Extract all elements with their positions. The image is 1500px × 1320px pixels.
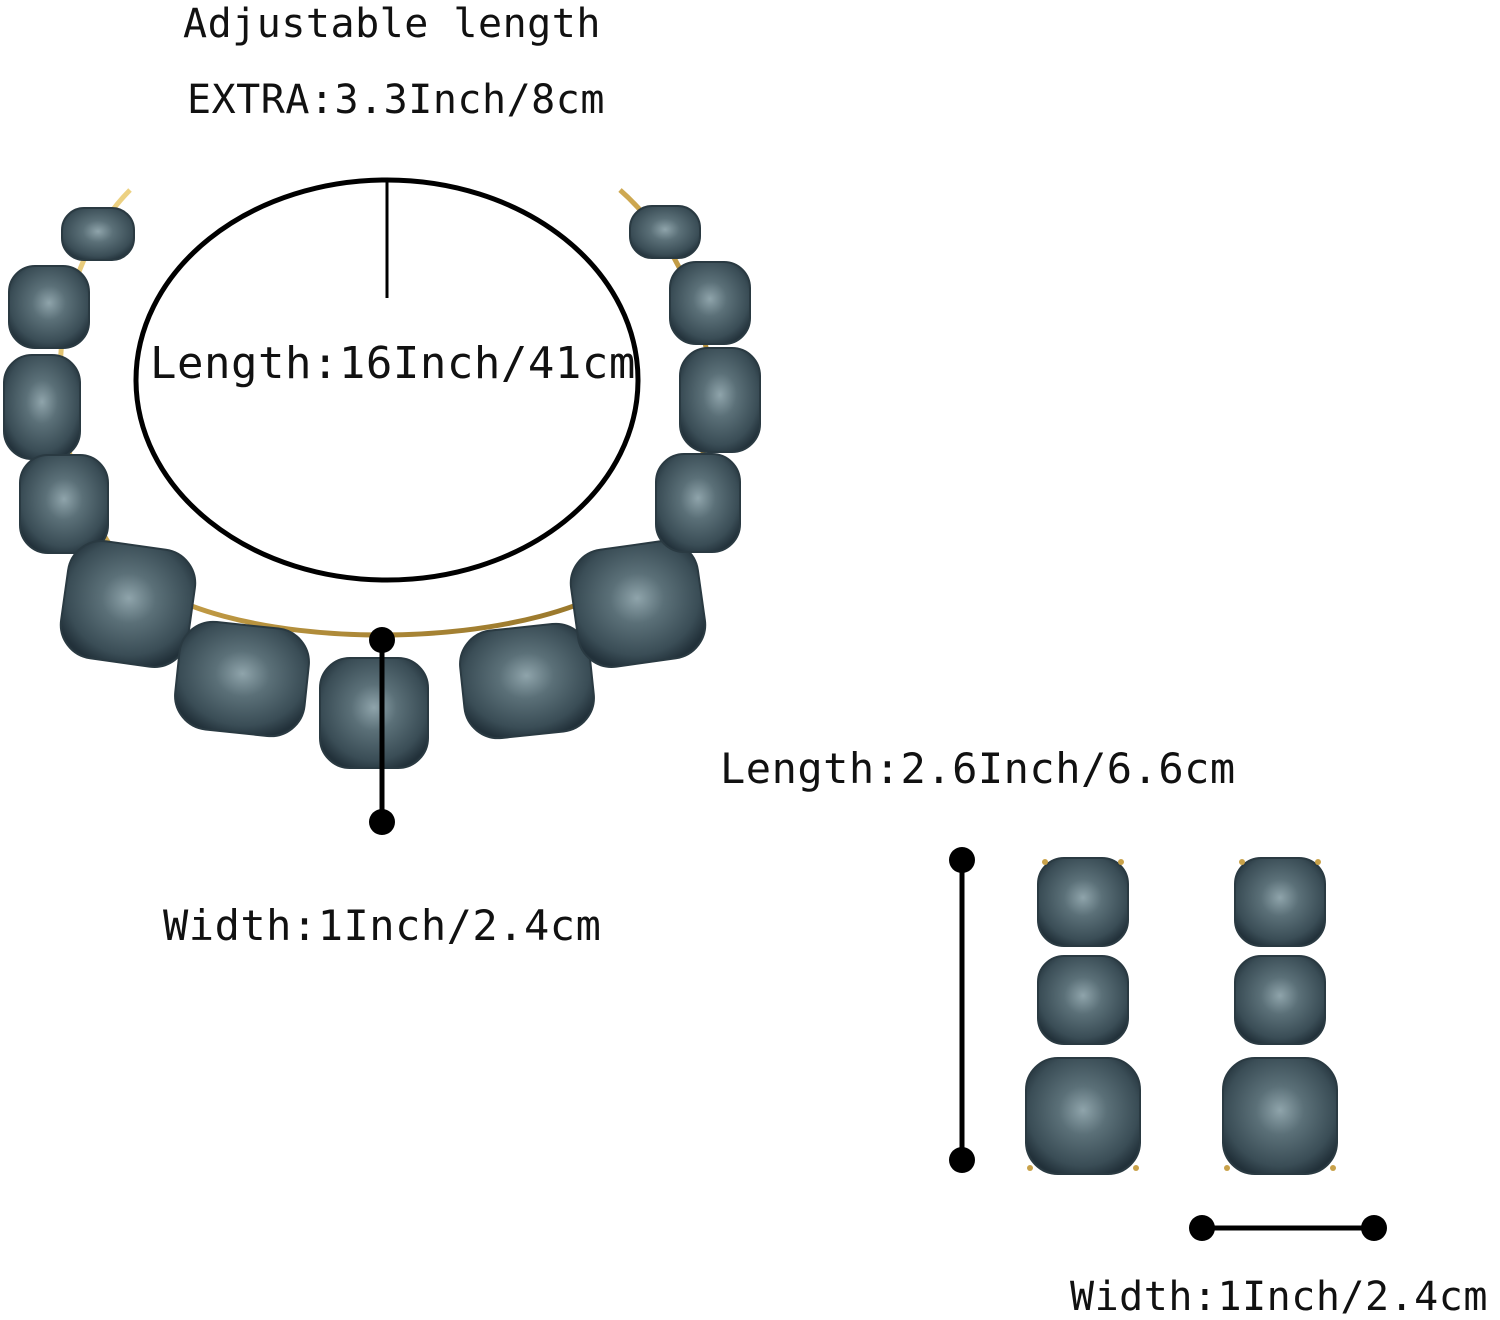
necklace-stone	[679, 347, 761, 453]
earring-right	[1222, 857, 1338, 1175]
earring-width-label: Width:1Inch/2.4cm	[1070, 1274, 1488, 1320]
necklace-stones	[3, 205, 761, 769]
earring-left	[1025, 857, 1141, 1175]
necklace-stone	[8, 265, 90, 349]
necklace-stone	[61, 207, 135, 261]
necklace-stone	[629, 205, 701, 259]
necklace-stone	[174, 620, 310, 738]
earring-width-measure	[1189, 1215, 1387, 1241]
necklace-stone	[569, 540, 707, 668]
necklace-stone	[59, 540, 197, 668]
necklace-stone	[459, 622, 595, 740]
earring-length-label: Length:2.6Inch/6.6cm	[720, 744, 1236, 793]
necklace-stone	[655, 453, 741, 553]
necklace-length-circle	[133, 177, 641, 583]
adjustable-length-label: Adjustable length	[183, 1, 601, 47]
extra-length-label: EXTRA:3.3Inch/8cm	[187, 77, 605, 123]
earring-length-measure	[949, 847, 975, 1173]
necklace-width-label: Width:1Inch/2.4cm	[163, 901, 602, 950]
necklace-stone	[3, 354, 81, 460]
necklace-stone	[319, 657, 429, 769]
necklace-width-measure	[369, 627, 395, 835]
necklace-stone	[19, 454, 109, 554]
necklace-stone	[669, 261, 751, 345]
necklace-length-label: Length:16Inch/41cm	[150, 338, 636, 389]
